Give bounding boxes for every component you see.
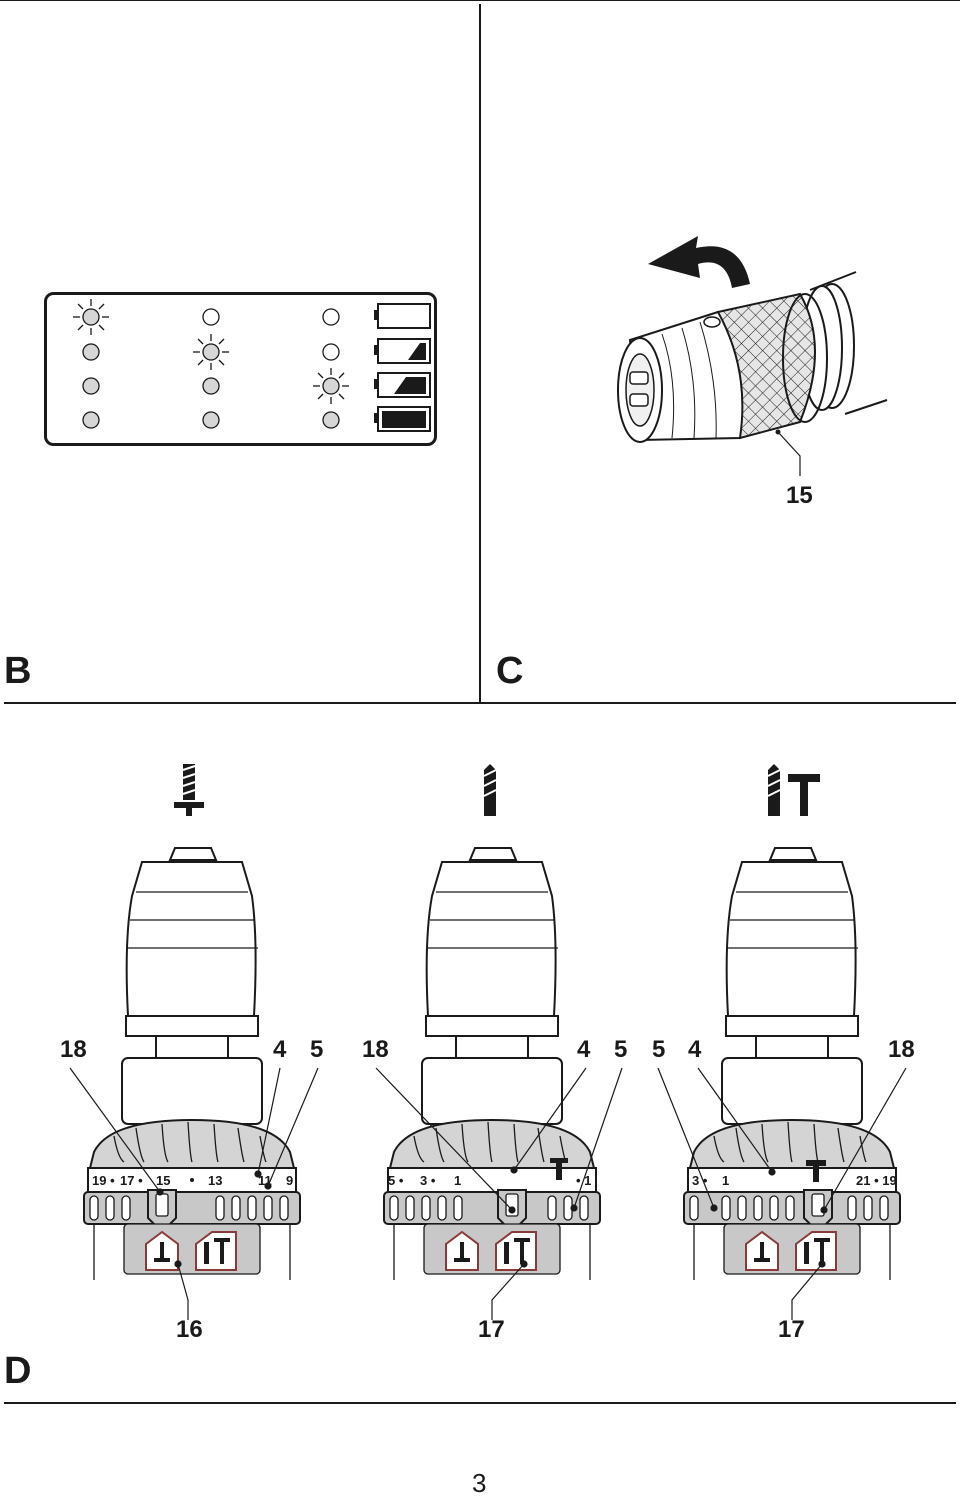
led-off-icon: [82, 343, 100, 361]
mode-selector: [93, 1223, 291, 1280]
mode-selector: [693, 1223, 891, 1280]
chuck: [121, 847, 263, 1125]
svg-text:1: 1: [454, 1173, 461, 1188]
rotate-arrow-icon: [648, 236, 750, 288]
svg-text:19 •: 19 •: [92, 1173, 115, 1188]
callout-4: 4: [273, 1036, 287, 1063]
svg-text:9: 9: [286, 1173, 293, 1188]
drill-icon: [483, 764, 497, 816]
svg-text:3 •: 3 •: [420, 1173, 436, 1188]
drill-view-2: 5 • 3 • 1 • 1: [375, 847, 623, 1320]
torque-collar: 5 • 3 • 1 • 1: [383, 1118, 601, 1234]
panel-divider-vertical: [479, 4, 481, 702]
callout-17: 17: [778, 1316, 805, 1343]
callout-4: 4: [577, 1036, 591, 1063]
led-off-icon: [322, 343, 340, 361]
figure-label-b: B: [4, 650, 32, 692]
callout-4: 4: [688, 1036, 702, 1063]
battery-low-icon: [374, 338, 431, 364]
callout-17: 17: [478, 1316, 505, 1343]
led-lit-icon: [193, 334, 229, 370]
page-number: 3: [472, 1468, 487, 1498]
callout-18: 18: [60, 1036, 87, 1063]
svg-text:21 • 19: 21 • 19: [856, 1173, 897, 1188]
callout-5: 5: [614, 1036, 628, 1063]
led-off-icon: [82, 377, 100, 395]
led-lit-icon: [313, 368, 349, 404]
chuck: [421, 847, 563, 1125]
mode-selector: [393, 1223, 591, 1280]
battery-full-icon: [374, 406, 431, 432]
led-off-icon: [322, 308, 340, 326]
svg-text:15: 15: [156, 1173, 170, 1188]
drill-view-3: 3 • 1 21 • 19: [657, 847, 907, 1320]
panel-divider-horizontal: [4, 702, 956, 704]
led-off-icon: [202, 377, 220, 395]
battery-medium-icon: [374, 372, 431, 398]
callout-18: 18: [362, 1036, 389, 1063]
led-off-icon: [202, 308, 220, 326]
callout-18: 18: [888, 1036, 915, 1063]
chuck-sleeve-illustration: [617, 236, 888, 476]
led-off-icon: [202, 411, 220, 429]
torque-collar: 3 • 1 21 • 19: [683, 1118, 901, 1234]
callout-5: 5: [652, 1036, 666, 1063]
callout-15: 15: [786, 482, 813, 509]
bottom-rule: [4, 1402, 956, 1404]
battery-empty-icon: [374, 303, 431, 329]
led-off-icon: [322, 411, 340, 429]
callout-5: 5: [310, 1036, 324, 1063]
top-rule: [0, 0, 960, 1]
chuck: [721, 847, 863, 1125]
svg-text:17 •: 17 •: [120, 1173, 143, 1188]
callout-16: 16: [176, 1316, 203, 1343]
led-panel: [44, 292, 437, 446]
led-lit-icon: [73, 299, 109, 335]
svg-text:13: 13: [208, 1173, 222, 1188]
torque-collar: 19 • 17 • 15 13 11 9: [83, 1118, 301, 1234]
drill-view-1: 19 • 17 • 15 13 11 9: [69, 847, 319, 1320]
figure-label-c: C: [496, 650, 524, 692]
led-off-icon: [82, 411, 100, 429]
figure-label-d: D: [4, 1350, 32, 1392]
hammer-drill-icon: [767, 764, 820, 816]
screwdriver-icon: [174, 764, 204, 816]
svg-text:5 •: 5 •: [388, 1173, 404, 1188]
svg-text:1: 1: [722, 1173, 729, 1188]
